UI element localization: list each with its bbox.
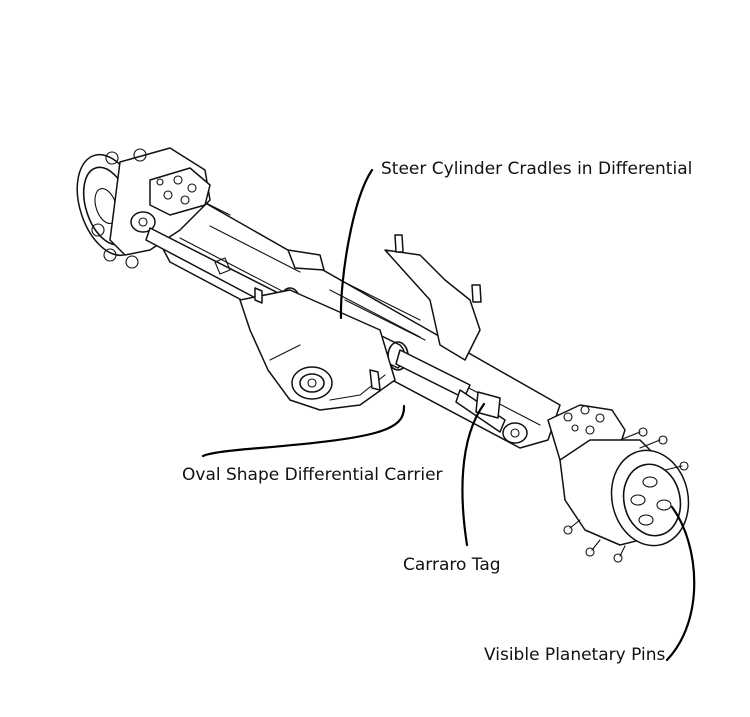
- differential-carrier: [239, 234, 501, 419]
- callout-planetary-pins: Visible Planetary Pins: [484, 645, 666, 665]
- leader-steer-cylinder: [339, 168, 374, 320]
- right-wheel-hub: [547, 404, 690, 563]
- leader-carraro-tag: [461, 402, 486, 547]
- leader-differential-carrier: [201, 404, 406, 458]
- callout-carraro-tag: Carraro Tag: [403, 555, 501, 575]
- leader-planetary-pins: [665, 505, 696, 662]
- callout-steer-cylinder: Steer Cylinder Cradles in Differential: [381, 159, 693, 179]
- callout-differential-carrier: Oval Shape Differential Carrier: [182, 465, 443, 485]
- left-wheel-hub: [76, 147, 211, 269]
